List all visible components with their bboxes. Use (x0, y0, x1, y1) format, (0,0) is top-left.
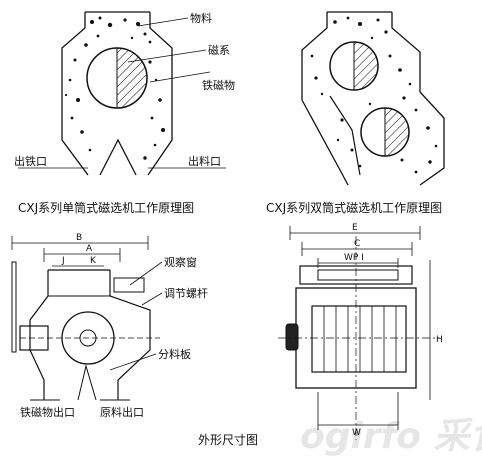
label-window: 观察窗 (164, 255, 197, 269)
dim-wp: WP I (344, 253, 364, 263)
dim-a: A (86, 244, 93, 254)
label-iron-outlet: 出铁口 (14, 154, 47, 168)
label-material-outlet: 出料口 (188, 154, 221, 168)
dim-e: E (352, 223, 358, 233)
label-adjust-screw: 调节螺杆 (164, 286, 208, 300)
label-magnetic-system: 磁系 (208, 44, 230, 57)
double-drum-diagram: CXJ系列双筒式磁选机工作原理图 (266, 11, 445, 215)
dim-j: J (61, 256, 65, 266)
dim-w: W (352, 428, 361, 438)
material-particles (64, 16, 165, 160)
material-particles-double (310, 16, 438, 174)
label-raw-material-outlet: 原料出口 (100, 405, 144, 419)
label-ferromagnetic: 铁磁物 (202, 78, 235, 92)
single-drum-caption: CXJ系列单筒式磁选机工作原理图 (18, 200, 194, 215)
label-iron-magnetic-outlet: 铁磁物出口 (20, 405, 75, 419)
double-drum-caption: CXJ系列双筒式磁选机工作原理图 (266, 200, 442, 215)
front-view-diagram: E C WP I H W (278, 223, 443, 440)
dimensions-caption: 外形尺寸图 (198, 433, 258, 447)
single-drum-diagram: 物料 磁系 铁磁物 出铁口 出料口 CXJ系列单筒式磁选机工作原理图 (14, 11, 235, 215)
drum-stripes (323, 306, 397, 372)
label-splitter: 分料板 (158, 347, 191, 361)
dim-h: H (436, 335, 443, 345)
dim-k: K (90, 256, 97, 266)
dim-b: B (76, 233, 82, 243)
watermark-text: ogirfo 采食网 (300, 416, 482, 457)
label-material: 物料 (190, 11, 212, 25)
dim-c: C (354, 239, 360, 249)
side-view-diagram: B A J K 观察窗 调节螺杆 分料板 铁 (11, 233, 208, 419)
